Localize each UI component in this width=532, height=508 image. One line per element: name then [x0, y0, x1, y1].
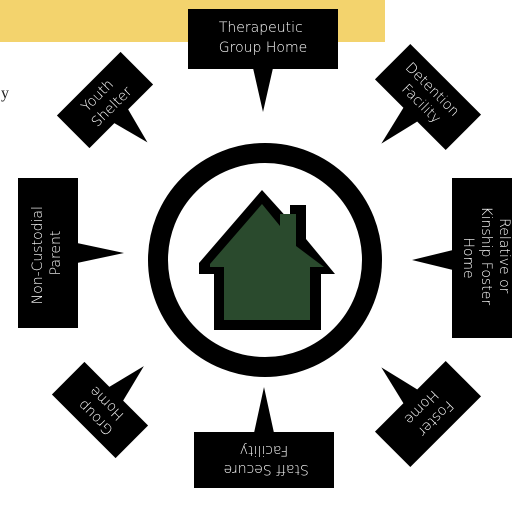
bubble-group-home: Group Home: [51, 361, 149, 459]
bubble-staff-secure-facility: Staff Secure Facility: [194, 387, 334, 488]
bubble-relative-kinship-foster-home: Relative or Kinship Foster Home: [412, 178, 512, 338]
house-icon: [199, 190, 335, 330]
svg-text:Therapeutic Group Home: Therapeutic Group Home: [219, 20, 307, 56]
label-non-custodial-line1: Non-Custodial: [30, 206, 46, 304]
bubble-youth-shelter: Youth Shelter: [56, 51, 154, 149]
svg-text:Non-Custodial Parent: Non-Custodial Parent: [30, 202, 64, 305]
label-relative-line3: Home: [460, 237, 476, 278]
bubble-foster-home: Foster Home: [374, 360, 482, 468]
bubble-detention-facility: Detention Facility: [374, 43, 482, 151]
svg-text:Staff Secure Facility: Staff Secure Facility: [219, 442, 309, 477]
label-non-custodial-line2: Parent: [48, 231, 64, 276]
bubble-therapeutic-group-home: Therapeutic Group Home: [188, 9, 338, 112]
label-relative-line2: Kinship Foster: [478, 206, 494, 305]
label-therapeutic-line1: Therapeutic: [219, 20, 303, 36]
page-text-fragment: y: [1, 85, 9, 102]
label-staff-secure-line1: Staff Secure: [224, 461, 309, 477]
label-staff-secure-line2: Facility: [240, 442, 289, 458]
center-ring: [148, 143, 382, 377]
label-therapeutic-line2: Group Home: [219, 40, 307, 56]
bubble-non-custodial-parent: Non-Custodial Parent: [18, 178, 124, 328]
label-relative-line1: Relative or: [496, 218, 512, 293]
svg-text:Relative or Kinship Fo: Relative or Kinship Foster Home: [460, 206, 512, 309]
